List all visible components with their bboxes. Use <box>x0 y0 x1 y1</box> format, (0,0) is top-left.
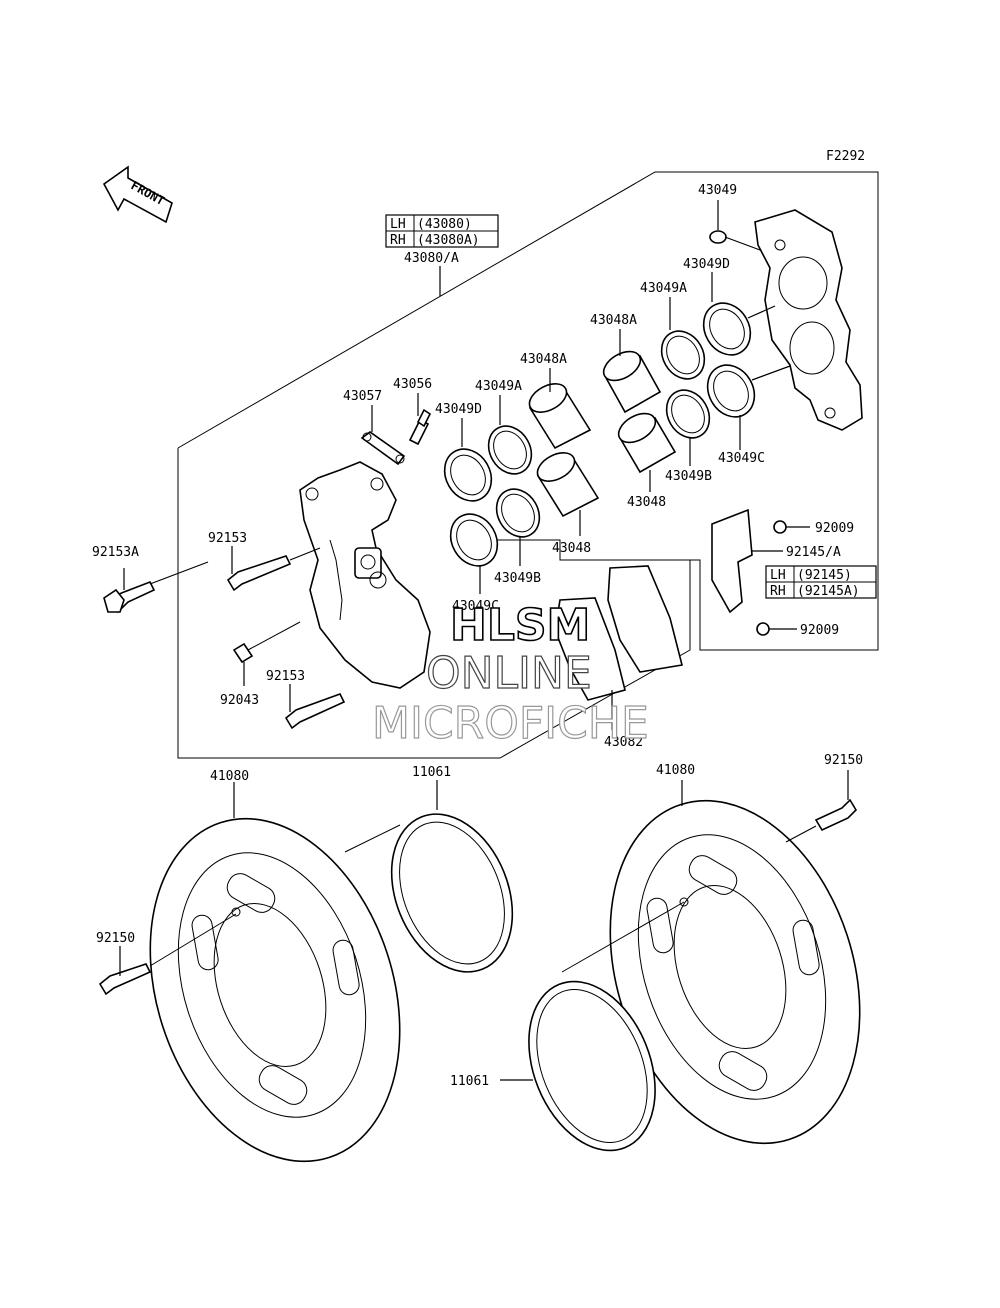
front-arrow-icon: FRONT <box>102 165 173 224</box>
seal-43049A-right <box>660 330 706 380</box>
label-41080-left: 41080 <box>210 769 249 784</box>
label-43048A-top: 43048A <box>590 313 637 328</box>
watermark: HLSM ONLINE MICROFICHE <box>371 599 649 749</box>
label-43049B-right: 43049B <box>665 469 712 484</box>
gasket-11061-top <box>390 813 514 973</box>
label-43082: 43082 <box>604 735 643 750</box>
bolt-92150-left <box>98 963 152 996</box>
bolt-92009-top <box>773 520 787 534</box>
brake-pads-43082 <box>554 565 683 701</box>
bolt-92153-top <box>226 555 292 592</box>
caliper-half-right <box>754 209 863 431</box>
seal-43049A-mid <box>487 425 533 475</box>
label-43049D-mid: 43049D <box>435 402 482 417</box>
caliper-assembly-label: LH (43080) RH (43080A) 43080/A <box>385 214 499 296</box>
bolt-92009-bottom <box>756 622 770 636</box>
bracket-variant-label: LH (92145) RH (92145A) <box>765 565 877 599</box>
piston-43048-right <box>617 412 677 474</box>
bolt-92150-right <box>814 798 858 832</box>
piston-43048-mid <box>536 452 600 518</box>
assembly-part-number: 43080/A <box>404 251 459 266</box>
label-41080-right: 41080 <box>656 763 695 778</box>
label-43049C-right: 43049C <box>718 451 765 466</box>
brake-disc-left <box>149 817 401 1163</box>
svg-text:MICROFICHE: MICROFICHE <box>372 698 649 749</box>
lh-part: (43080) <box>417 217 472 232</box>
bracket-92145 <box>711 508 753 614</box>
seal-43049B-mid <box>495 488 541 538</box>
rh-code: RH <box>390 233 406 248</box>
seal-43049C-right <box>706 364 756 418</box>
gasket-11061-bottom <box>528 980 656 1152</box>
brake-disc-right <box>609 799 861 1145</box>
label-11061-bottom: 11061 <box>450 1074 489 1089</box>
set-screw-92043 <box>232 621 301 664</box>
svg-text:ONLINE: ONLINE <box>426 648 592 699</box>
piston-43048A-right <box>602 350 662 414</box>
label-43049D-top: 43049D <box>683 257 730 272</box>
seal-43049D-mid <box>443 448 493 502</box>
lh-code: LH <box>390 217 406 232</box>
bleeder-valve-43056 <box>408 408 432 446</box>
label-92153-bottom: 92153 <box>266 669 305 684</box>
label-43048A-mid: 43048A <box>520 352 567 367</box>
label-43048-right: 43048 <box>627 495 666 510</box>
label-43049B-mid: 43049B <box>494 571 541 586</box>
label-92153-top: 92153 <box>208 531 247 546</box>
bracket-lh-code: LH <box>770 568 786 583</box>
caliper-half-left <box>299 461 431 689</box>
label-92150-left: 92150 <box>96 931 135 946</box>
clip-43057 <box>360 431 406 466</box>
piston-43048A-mid <box>528 383 592 450</box>
label-43049A-top: 43049A <box>640 281 687 296</box>
label-43049: 43049 <box>698 183 737 198</box>
bolt-92153A <box>103 580 156 614</box>
label-43049C-mid: 43049C <box>452 599 499 614</box>
label-43057: 43057 <box>343 389 382 404</box>
label-43056: 43056 <box>393 377 432 392</box>
label-92153A: 92153A <box>92 545 139 560</box>
label-11061-top: 11061 <box>412 765 451 780</box>
seal-43049D-right <box>702 302 752 356</box>
label-92043: 92043 <box>220 693 259 708</box>
bracket-lh-part: (92145) <box>797 568 852 583</box>
bracket-rh-part: (92145A) <box>797 584 860 599</box>
rh-part: (43080A) <box>417 233 480 248</box>
svg-text:HLSM: HLSM <box>450 600 590 651</box>
bracket-rh-code: RH <box>770 584 786 599</box>
bolt-92153-bottom <box>284 693 346 730</box>
assembly-outline <box>177 171 879 651</box>
label-43049A-mid: 43049A <box>475 379 522 394</box>
label-92145: 92145/A <box>786 545 841 560</box>
label-92009-top: 92009 <box>815 521 854 536</box>
seal-43049C-mid <box>449 513 499 567</box>
label-43048-mid: 43048 <box>552 541 591 556</box>
seal-43049B-right <box>665 389 711 439</box>
figure-id: F2292 <box>826 149 865 164</box>
label-92150-right: 92150 <box>824 753 863 768</box>
bleeder-cap <box>709 230 727 244</box>
label-92009-bottom: 92009 <box>800 623 839 638</box>
